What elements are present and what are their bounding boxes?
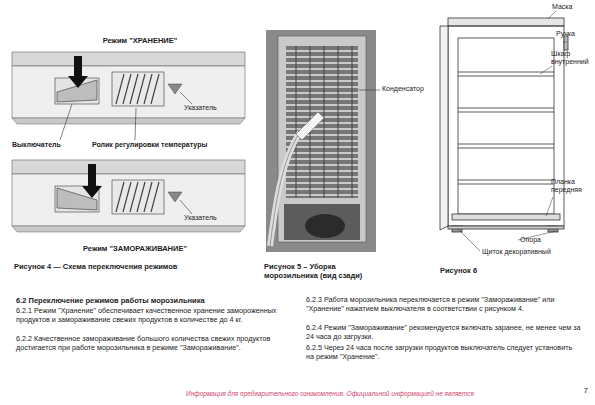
part-name: Конденсатор — [382, 85, 442, 93]
part-name: Выключатель — [12, 141, 82, 149]
section-heading: 6.2 Переключение режимов работы морозиль… — [16, 296, 296, 305]
mode-title: Режим "ЗАМОРАЖИВАНИЕ" — [50, 244, 220, 253]
part-name: Щиток декоративный — [482, 248, 582, 256]
part-name: Опора — [520, 236, 560, 244]
part-name: Указатель — [184, 104, 244, 112]
part-name: Ручка — [556, 30, 592, 38]
part-name: Маска — [552, 3, 592, 11]
paragraph: 6.2.3 Работа морозильника переключается … — [306, 296, 582, 313]
paragraph: 6.2.1 Режим "Хранение" обеспечивает каче… — [16, 307, 298, 324]
mode-title: Режим "ХРАНЕНИЕ" — [70, 36, 210, 45]
freezer-section — [440, 11, 568, 251]
paragraph: 6.2.2 Качественное замораживание большог… — [16, 335, 298, 352]
figure-caption: Рисунок 4 — Схема переключения режимов — [14, 262, 254, 271]
watermark-note: Информация для предварительного ознакомл… — [120, 390, 540, 398]
page-number: 7 — [574, 386, 588, 396]
storage-panel — [12, 52, 245, 140]
paragraph: 6.2.4 Режим "Замораживание" рекомендуетс… — [306, 324, 582, 341]
part-name: Указатель — [184, 214, 244, 222]
paragraph: 6.2.5 Через 24 часа после загрузки проду… — [306, 344, 582, 361]
freeze-panel — [12, 160, 245, 232]
part-name: Ролик регулировки температуры — [92, 141, 242, 149]
part-name: Планка передняя — [551, 178, 593, 195]
figure-caption: Рисунок 6 — [440, 266, 520, 275]
part-name: Шкаф внутренний — [551, 50, 593, 67]
rear-view-photo — [266, 30, 380, 252]
figure-caption: Рисунок 5 – Уборка морозильника (вид сза… — [264, 262, 384, 280]
